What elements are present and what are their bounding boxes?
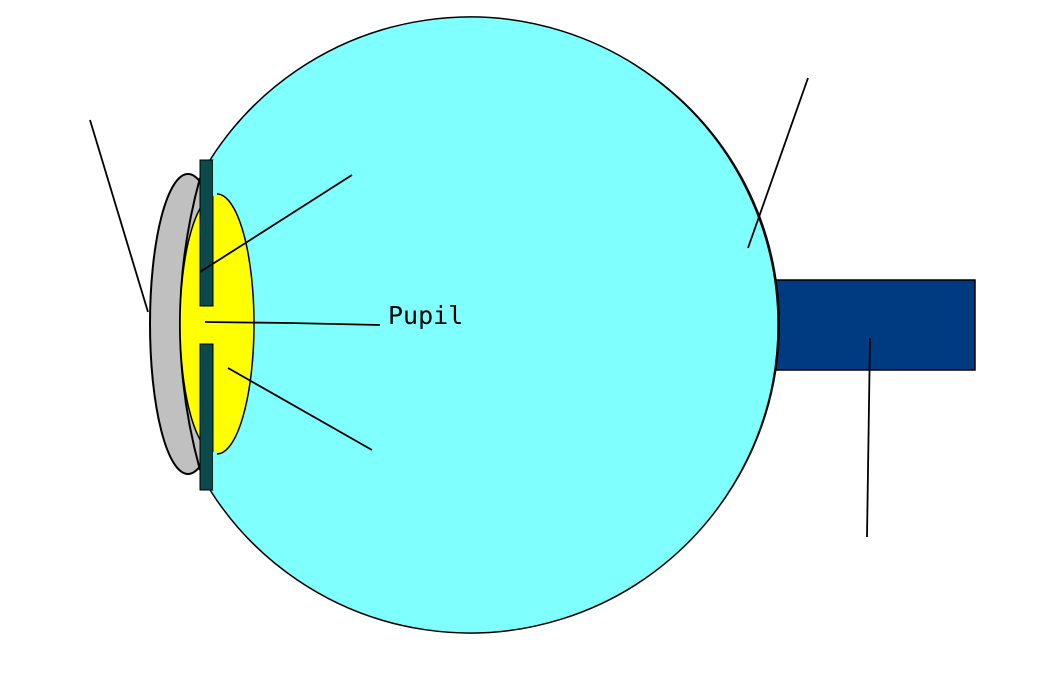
label-line-retina	[747, 77, 809, 249]
iris-upper	[199, 159, 214, 307]
pupil-label: Pupil	[388, 301, 463, 330]
eyeball-vitreous	[209, 16, 779, 634]
lens	[179, 193, 255, 455]
label-line-optic-nerve	[866, 337, 871, 538]
iris-gap-fill	[213, 160, 217, 196]
label-line-pupil	[204, 321, 381, 326]
iris-lower	[199, 343, 214, 491]
label-line-lens	[227, 367, 373, 451]
label-line-cornea	[89, 119, 149, 313]
label-line-iris	[199, 174, 353, 273]
iris-gap-fill	[213, 452, 217, 490]
